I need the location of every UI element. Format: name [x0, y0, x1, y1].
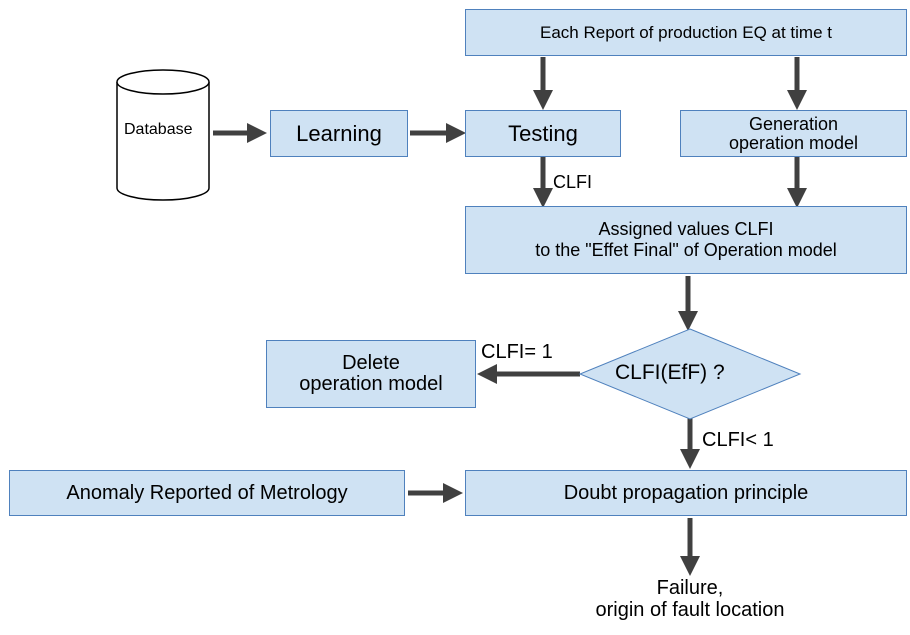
assigned-label-line2: to the "Effet Final" of Operation model: [535, 240, 837, 260]
database-cylinder: [116, 69, 210, 201]
decision-label: CLFI(EfF) ?: [615, 361, 725, 384]
testing-box: Testing: [465, 110, 621, 157]
anomaly-label: Anomaly Reported of Metrology: [66, 481, 348, 504]
edge-label-clfi-eq-1: CLFI= 1: [481, 341, 553, 363]
doubt-label: Doubt propagation principle: [563, 481, 809, 504]
failure-text: Failure, origin of fault location: [535, 577, 845, 621]
generation-label-line2: operation model: [728, 132, 859, 153]
generation-box: Generation operation model: [680, 110, 907, 157]
database-label: Database: [124, 121, 193, 138]
edge-label-clfi-lt-1: CLFI< 1: [702, 429, 774, 451]
learning-label: Learning: [296, 120, 382, 146]
delete-label-line1: Delete: [342, 352, 400, 374]
testing-label: Testing: [508, 120, 578, 146]
assigned-values-box: Assigned values CLFI to the "Effet Final…: [465, 206, 907, 274]
decision-diamond: [578, 328, 802, 420]
each-report-label: Each Report of production EQ at time t: [540, 22, 832, 42]
doubt-propagation-box: Doubt propagation principle: [465, 470, 907, 516]
failure-line1: Failure,: [656, 577, 724, 599]
edge-label-clfi: CLFI: [553, 172, 593, 192]
assigned-label-line1: Assigned values CLFI: [598, 219, 774, 240]
delete-label-line2: operation model: [299, 373, 443, 395]
failure-line2: origin of fault location: [595, 599, 785, 621]
delete-model-box: Delete operation model: [266, 340, 476, 408]
each-report-box: Each Report of production EQ at time t: [465, 9, 907, 56]
anomaly-box: Anomaly Reported of Metrology: [9, 470, 405, 516]
learning-box: Learning: [270, 110, 408, 157]
generation-label-line1: Generation: [748, 113, 839, 134]
